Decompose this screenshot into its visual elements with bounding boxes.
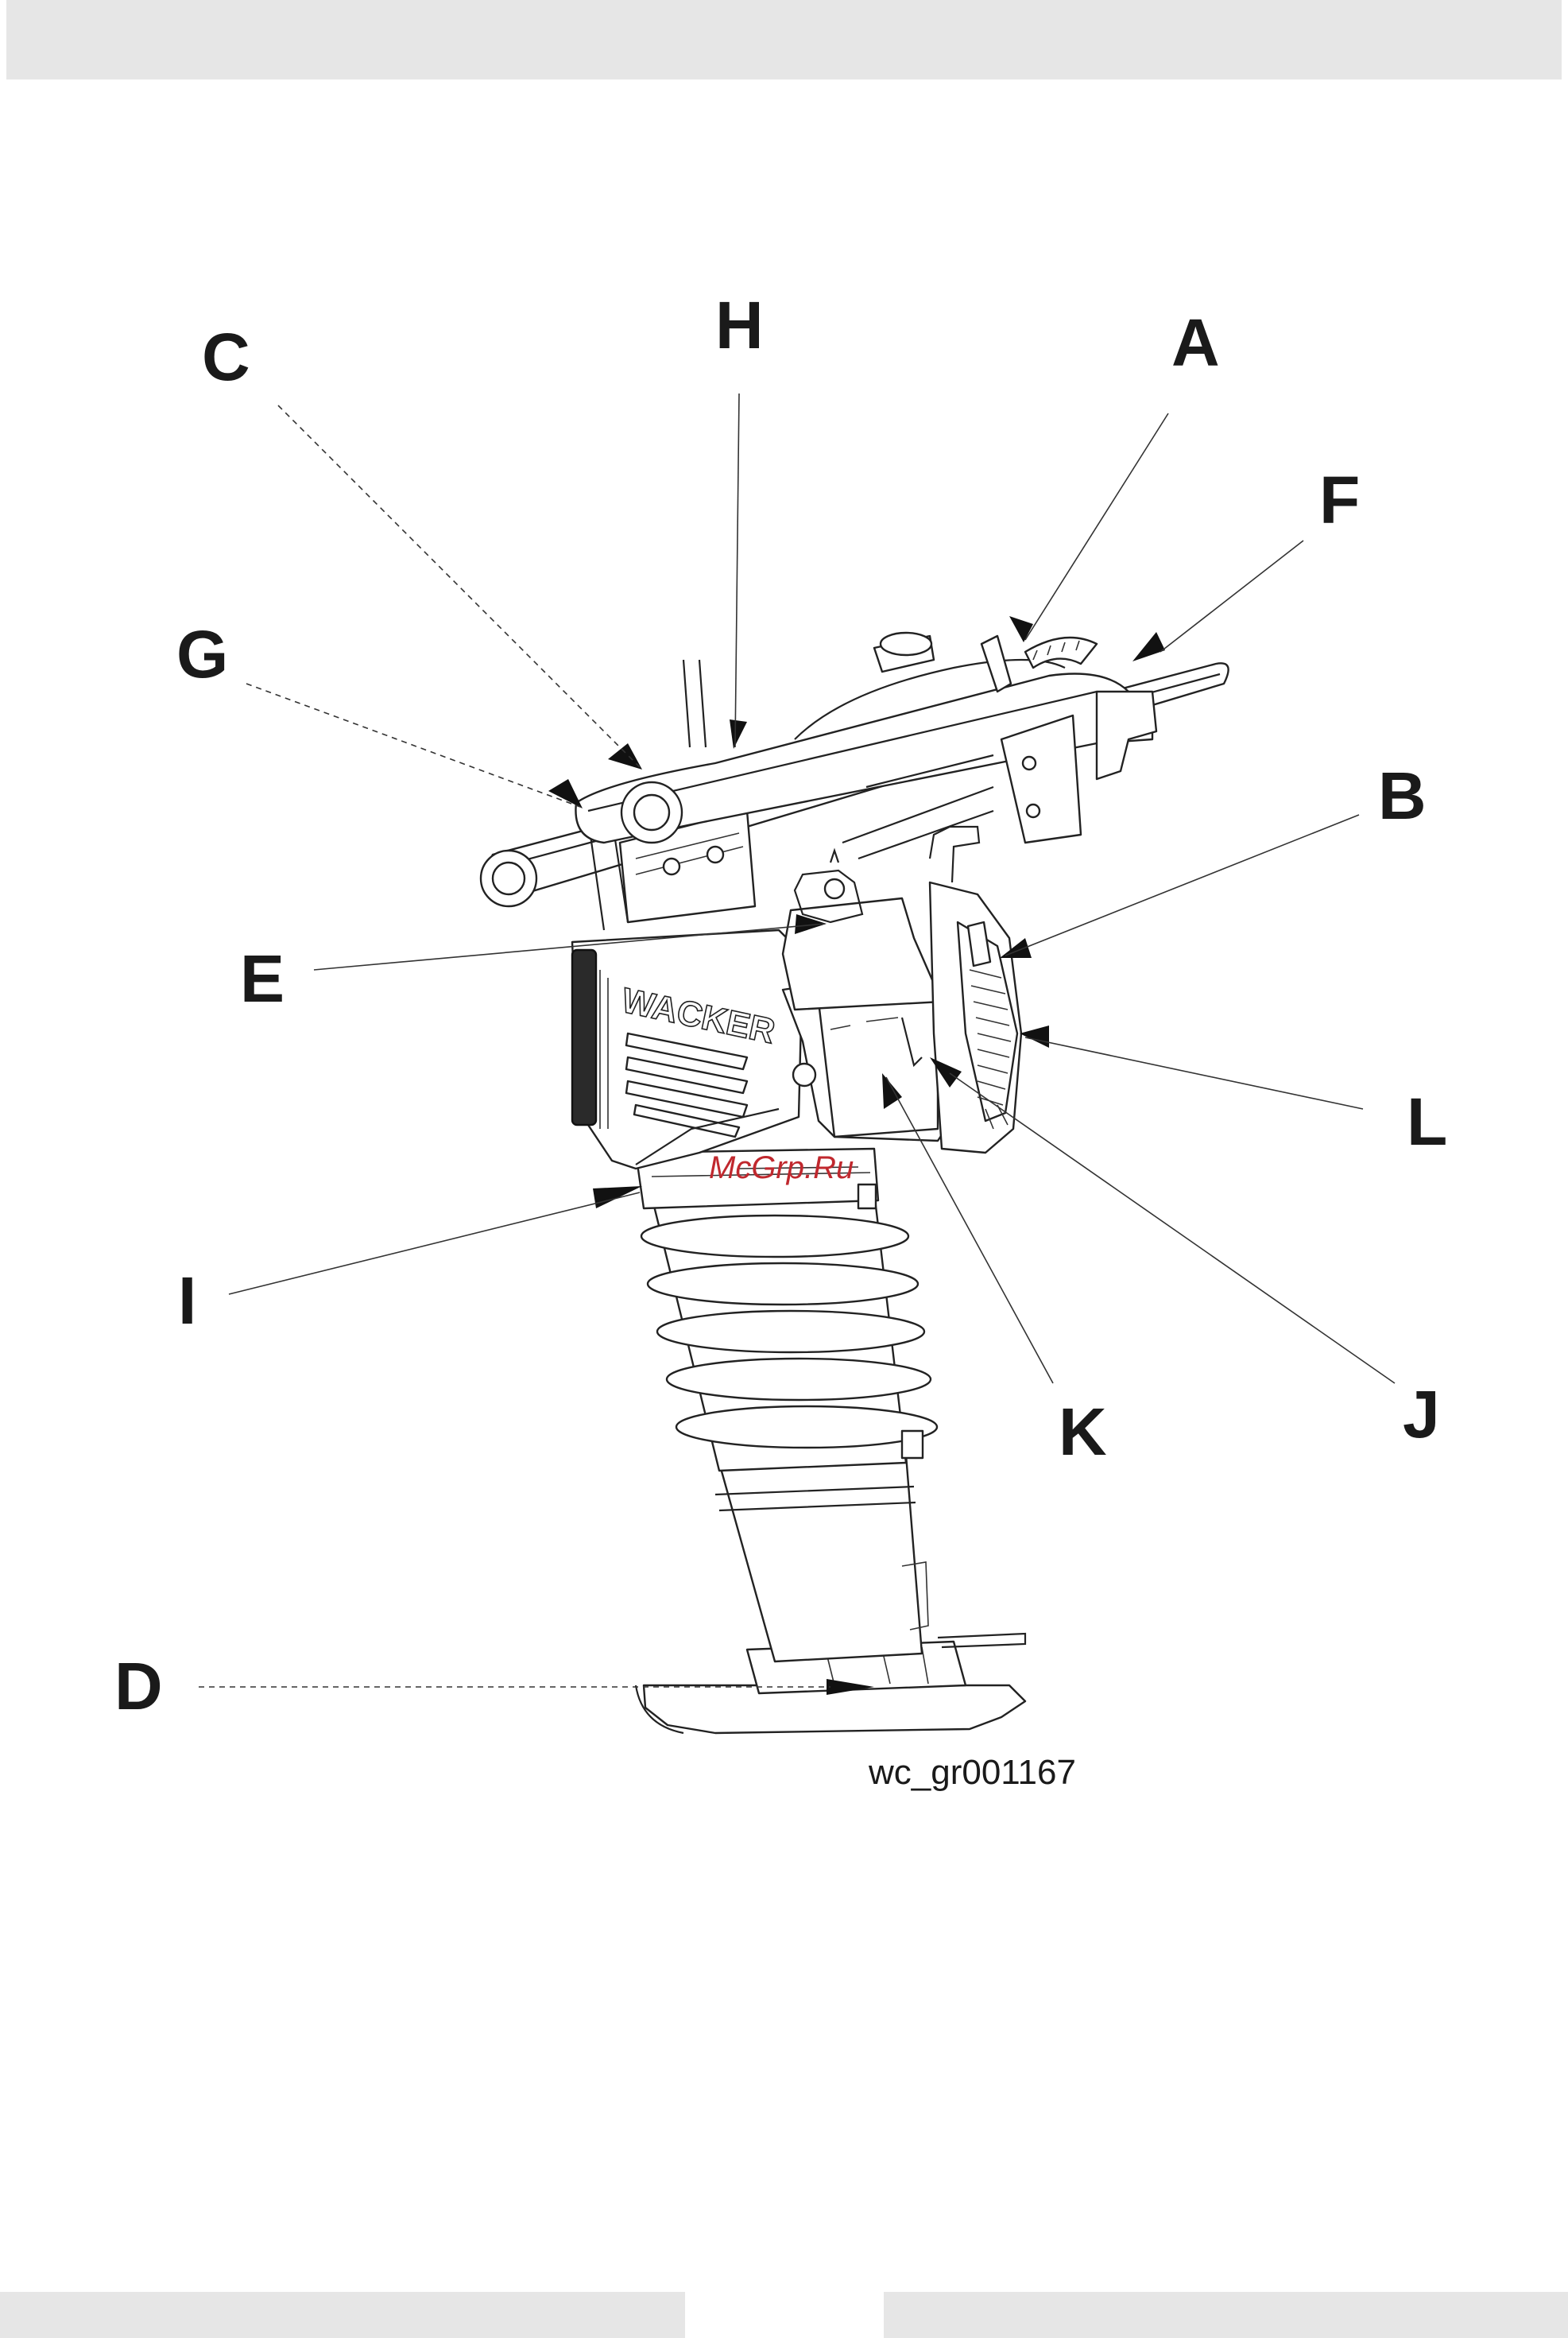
figure-id: wc_gr001167	[868, 1753, 1076, 1792]
callout-k: K	[1059, 1394, 1107, 1469]
callout-d: D	[114, 1649, 163, 1723]
callout-l: L	[1407, 1084, 1447, 1159]
callout-c: C	[202, 320, 250, 394]
callout-b: B	[1378, 758, 1427, 833]
callout-g: G	[176, 617, 228, 692]
rammer-machine-drawing: WACKER	[481, 616, 1229, 1733]
callout-e: E	[240, 941, 285, 1016]
callout-i: I	[178, 1263, 196, 1338]
watermark: McGrp.Ru	[709, 1150, 854, 1185]
callout-j: J	[1403, 1377, 1440, 1452]
bellows	[641, 1192, 937, 1510]
callout-a: A	[1171, 305, 1220, 380]
callout-f: F	[1319, 463, 1360, 537]
engine-block: WACKER	[572, 930, 803, 1169]
recoil-starter	[930, 882, 1021, 1153]
fuel-tank	[575, 633, 1156, 859]
footer-bar-left	[0, 2292, 685, 2338]
callout-h: H	[715, 288, 764, 363]
footer-bar-right	[884, 2292, 1568, 2338]
muffler-box	[783, 898, 946, 1141]
